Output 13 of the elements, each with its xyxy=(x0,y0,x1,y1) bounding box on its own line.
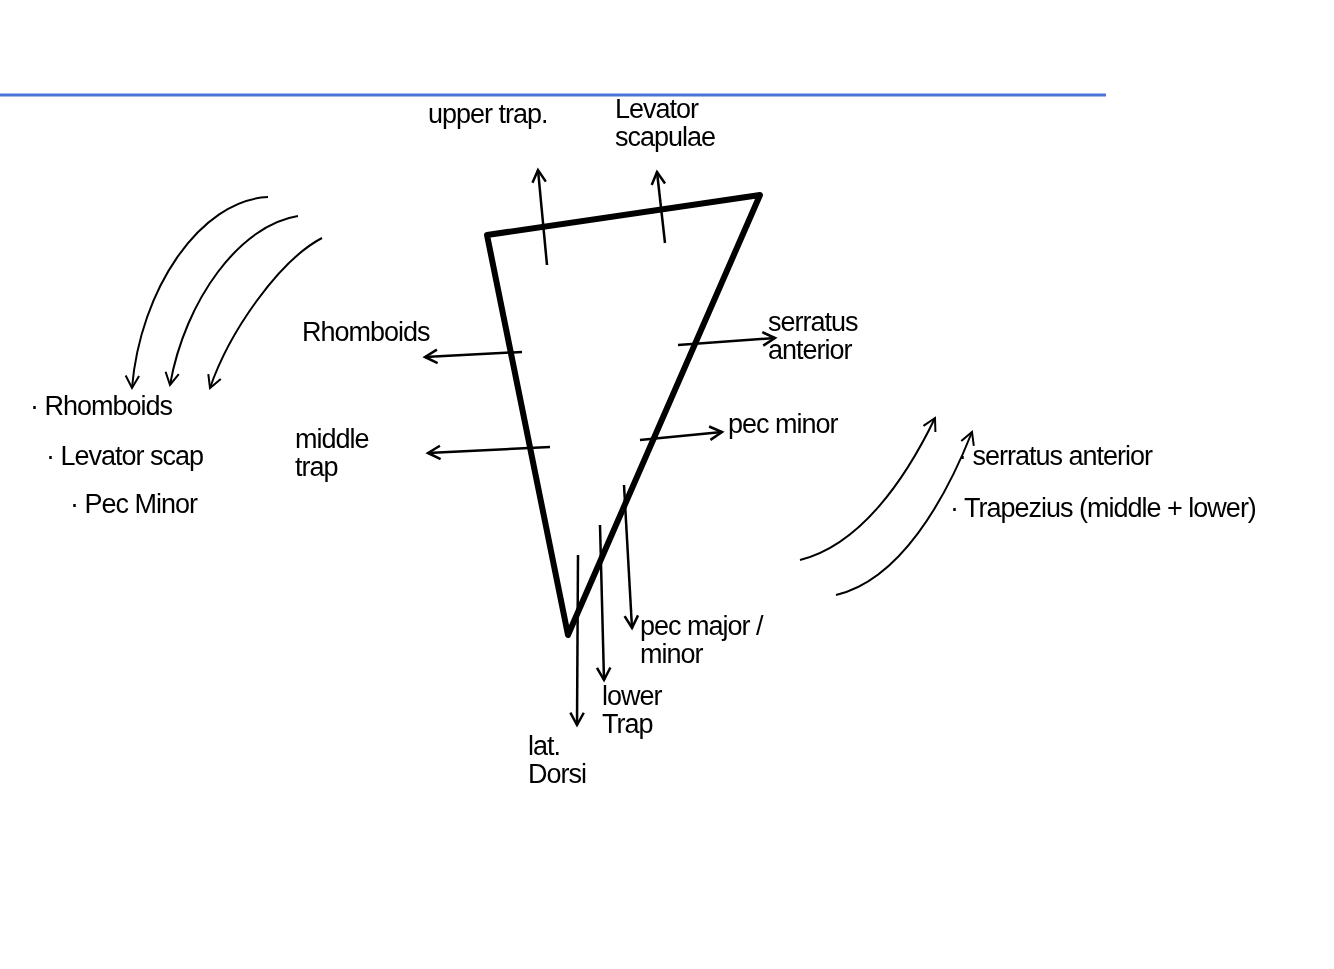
muscle-label: lower Trap xyxy=(602,682,663,738)
muscle-label: middle trap xyxy=(295,425,370,481)
muscle-label: · Rhomboids xyxy=(30,392,174,420)
muscle-label: upper trap. xyxy=(428,100,549,128)
muscle-label: pec minor xyxy=(728,410,839,438)
muscle-label: · Pec Minor xyxy=(70,490,199,518)
muscle-label: · Trapezius (middle + lower) xyxy=(950,494,1257,522)
muscle-label: pec major / minor xyxy=(640,612,765,668)
muscle-label: lat. Dorsi xyxy=(528,732,587,788)
muscle-label: serratus anterior xyxy=(768,308,859,364)
muscle-label: Levator scapulae xyxy=(615,95,717,151)
muscle-label: Rhomboids xyxy=(302,318,431,346)
muscle-label: · Levator scap xyxy=(46,442,205,470)
